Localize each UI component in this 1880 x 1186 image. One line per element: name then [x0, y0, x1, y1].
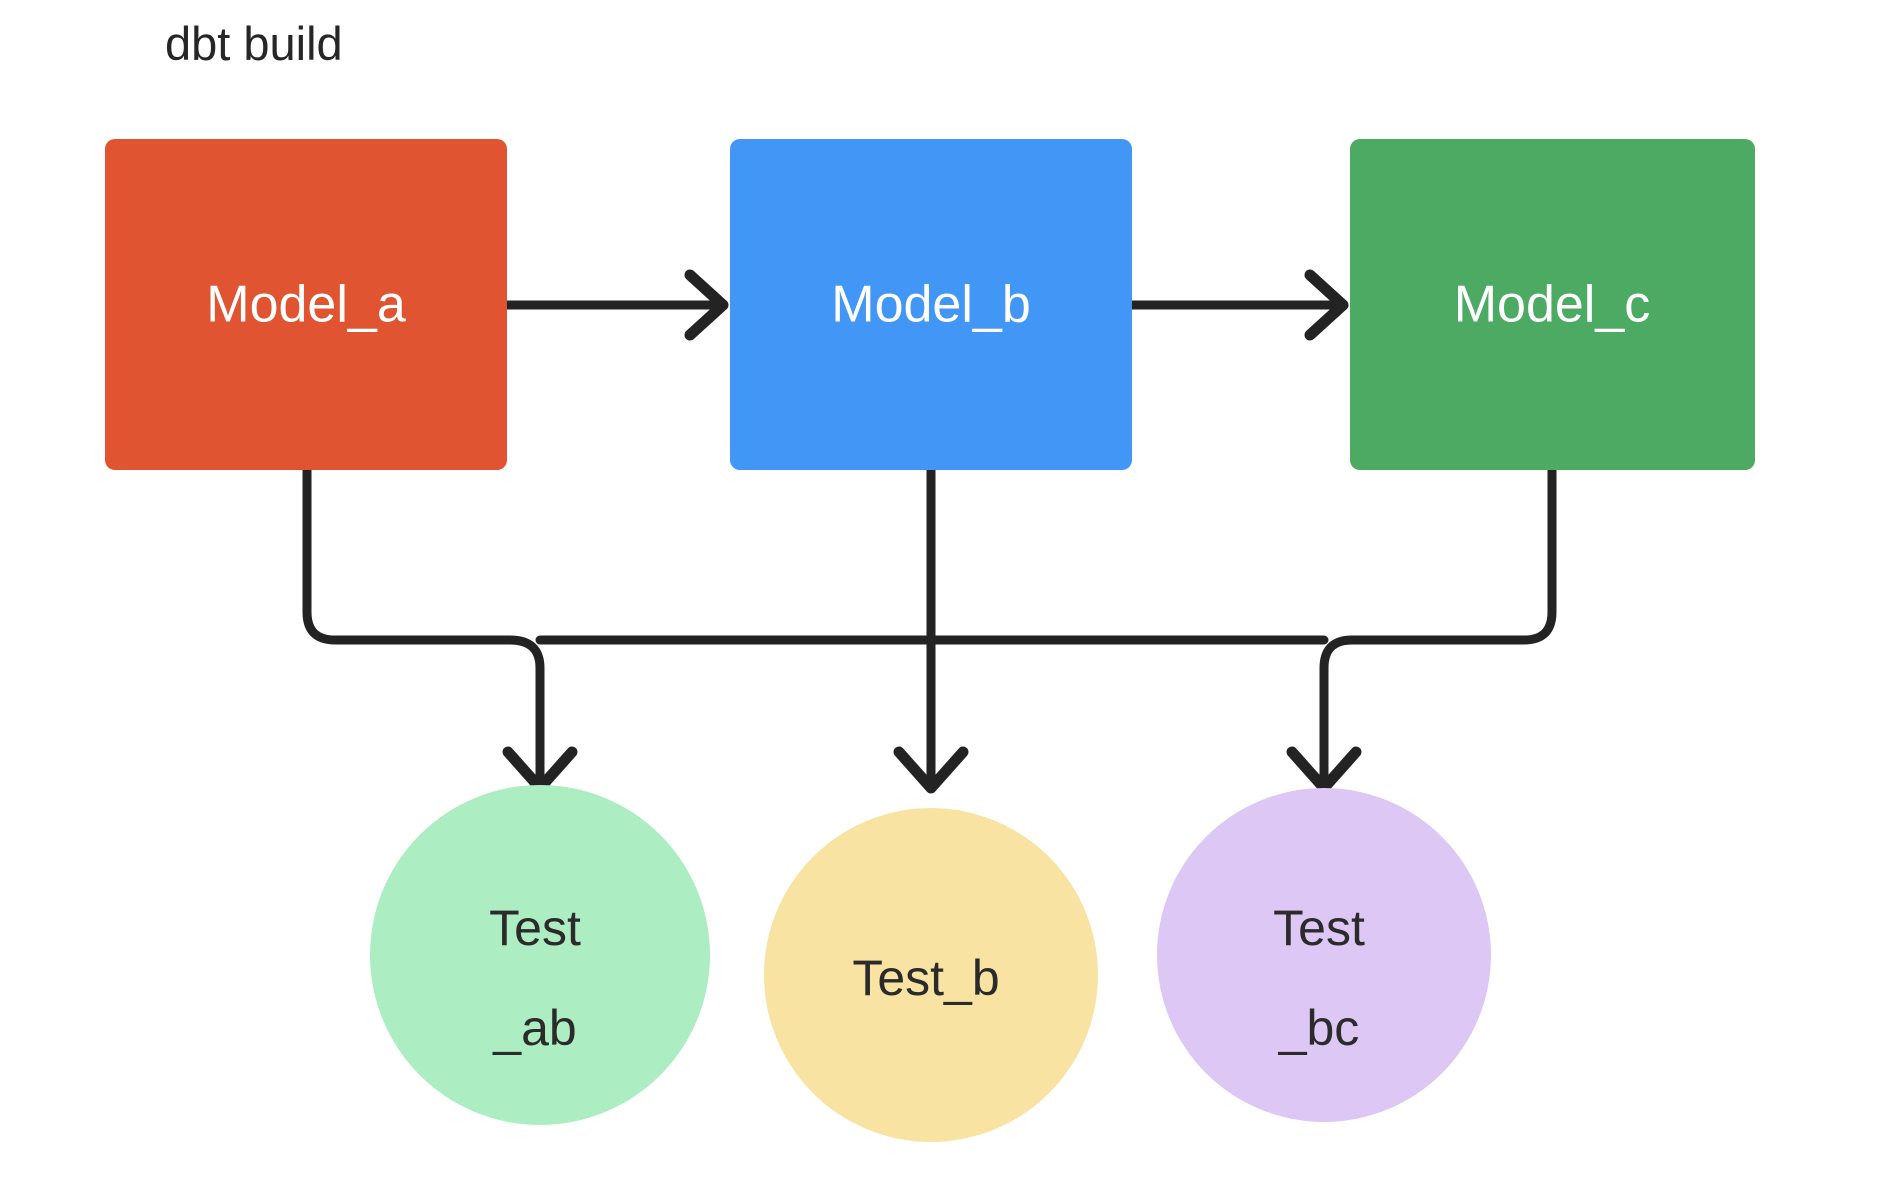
node-test-bc[interactable]: Test _bc [1157, 788, 1491, 1122]
arrowhead-b-c [1304, 269, 1349, 341]
test-b-circle[interactable] [764, 808, 1098, 1142]
test-ab-label-line2: _ab [492, 1000, 576, 1056]
model-b-box[interactable] [730, 139, 1132, 470]
test-bc-circle[interactable] [1157, 788, 1491, 1122]
model-a-label: Model_a [206, 276, 406, 334]
edge-model-b-to-test-b [893, 465, 969, 794]
node-model-a[interactable]: Model_a [105, 139, 507, 470]
node-test-b[interactable]: Test_b [764, 808, 1098, 1142]
node-test-ab[interactable]: Test _ab [370, 785, 710, 1125]
model-a-box[interactable] [105, 139, 507, 470]
arrowhead-a-b [684, 269, 729, 341]
test-bc-label-line1: Test [1273, 900, 1365, 956]
node-model-c[interactable]: Model_c [1350, 139, 1755, 470]
edge-model-a-to-model-b [502, 269, 729, 341]
edge-model-b-to-model-c [1127, 269, 1349, 341]
diagram-title: dbt build [165, 17, 343, 70]
model-c-label: Model_c [1454, 276, 1651, 334]
test-ab-circle[interactable] [370, 785, 710, 1125]
model-b-label: Model_b [831, 276, 1030, 334]
test-bc-label-line2: _bc [1278, 1000, 1360, 1056]
edge-model-c-to-test-bc [1286, 465, 1557, 794]
edge-line-a-testab [302, 465, 545, 785]
edge-model-a-to-test-ab [302, 465, 578, 794]
node-model-b[interactable]: Model_b [730, 139, 1132, 470]
model-c-box[interactable] [1350, 139, 1755, 470]
test-ab-label-line1: Test [489, 900, 581, 956]
arrowhead-b-testb [893, 746, 969, 794]
test-b-label-line1: Test_b [852, 950, 999, 1006]
edge-line-c-testbc [1319, 465, 1557, 785]
